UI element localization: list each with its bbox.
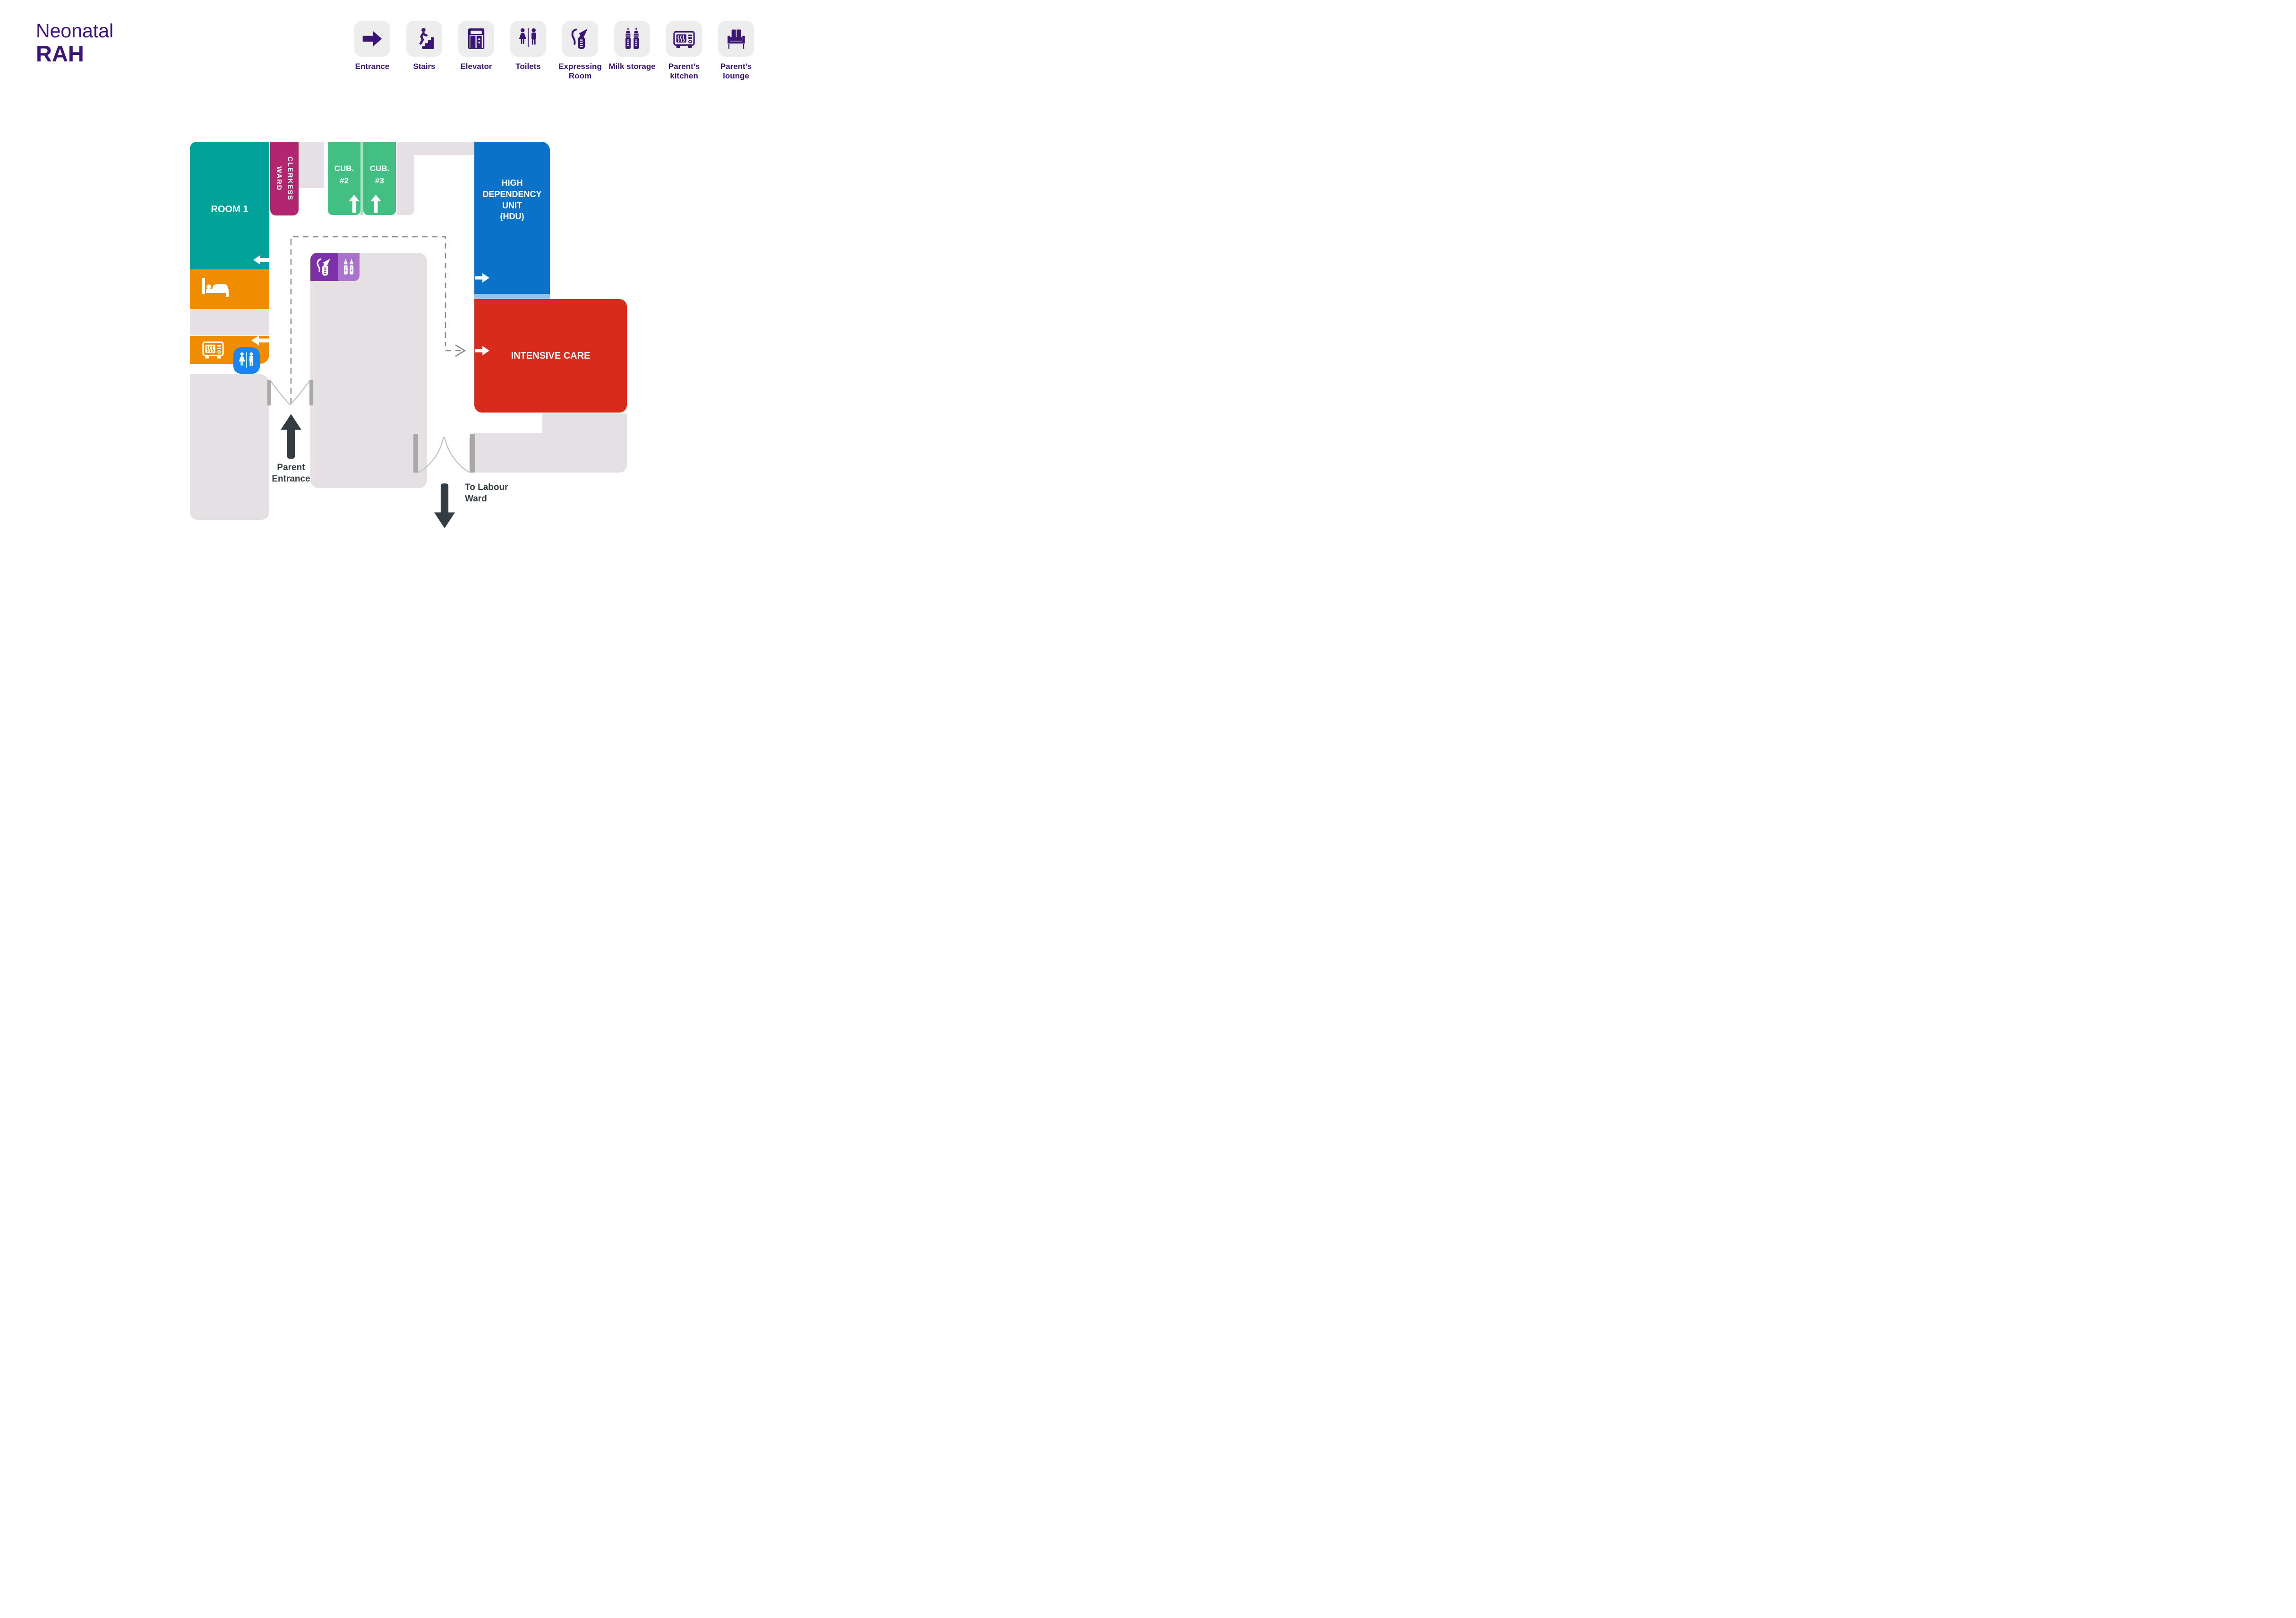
stairs-icon bbox=[406, 21, 442, 57]
room-1: ROOM 1 bbox=[190, 142, 269, 269]
breast-pump-icon bbox=[317, 258, 331, 276]
bed-icon bbox=[202, 278, 229, 297]
legend-item-toilets: Toilets bbox=[502, 21, 554, 81]
microwave-icon bbox=[666, 21, 702, 57]
arrow-right-icon bbox=[475, 346, 489, 355]
arrow-right-icon bbox=[475, 273, 489, 283]
milk-bottles-icon bbox=[343, 259, 354, 275]
toilets-icon bbox=[239, 352, 253, 368]
cubicle-3-label: CUB. #3 bbox=[369, 164, 390, 185]
page-title-line2: RAH bbox=[36, 41, 84, 66]
corridor-area bbox=[190, 309, 269, 336]
central-room bbox=[310, 253, 427, 488]
legend-item-parents-lounge: Parent’s lounge bbox=[710, 21, 762, 81]
legend-label: Parent’s kitchen bbox=[668, 62, 700, 81]
legend-item-elevator: Elevator bbox=[450, 21, 502, 81]
corridor-area bbox=[299, 142, 324, 188]
corridor-area bbox=[469, 433, 553, 473]
microwave-icon bbox=[202, 341, 224, 359]
legend-label: Elevator bbox=[460, 62, 492, 71]
entrance-arrow-icon bbox=[354, 21, 390, 57]
page-title: Neonatal RAH bbox=[36, 21, 113, 66]
legend-label: Toilets bbox=[515, 62, 541, 71]
sofa-icon bbox=[718, 21, 754, 57]
expressing-room bbox=[310, 253, 338, 281]
legend: Entrance Stairs bbox=[346, 21, 764, 81]
legend-item-parents-kitchen: Parent’s kitchen bbox=[658, 21, 710, 81]
cubicle-divider bbox=[360, 142, 363, 215]
milk-bottles-icon bbox=[614, 21, 650, 57]
hdu-divider-strip bbox=[474, 294, 550, 299]
hdu-label: HIGH DEPENDENCY UNIT (HDU) bbox=[482, 178, 542, 222]
parent-entrance-door bbox=[267, 380, 313, 405]
corridor-area bbox=[397, 142, 414, 215]
legend-item-entrance: Entrance bbox=[346, 21, 398, 81]
high-dependency-unit: HIGH DEPENDENCY UNIT (HDU) bbox=[474, 142, 550, 294]
cubicle-2-label: CUB. #2 bbox=[334, 164, 354, 185]
breast-pump-icon bbox=[562, 21, 598, 57]
arrow-left-icon bbox=[251, 336, 269, 345]
toilets-icon bbox=[510, 21, 546, 57]
parent-entrance-label: Parent Entrance bbox=[272, 463, 310, 484]
legend-label: Stairs bbox=[413, 62, 436, 71]
intensive-care-label: INTENSIVE CARE bbox=[511, 350, 591, 361]
ward-clerkess-room: WARD CLERKESS bbox=[270, 142, 299, 215]
legend-item-milk-storage: Milk storage bbox=[606, 21, 658, 81]
legend-label: Expressing Room bbox=[558, 62, 602, 81]
room-1-label: ROOM 1 bbox=[211, 204, 248, 215]
arrow-left-icon bbox=[253, 255, 269, 265]
legend-item-expressing-room: Expressing Room bbox=[554, 21, 606, 81]
legend-label: Milk storage bbox=[608, 62, 656, 71]
unlabeled-room bbox=[190, 374, 269, 520]
toilets-room bbox=[233, 347, 260, 374]
labour-ward-door bbox=[413, 434, 475, 473]
floor-plan-page: Neonatal RAH Entrance Stairs bbox=[0, 0, 765, 539]
corridor-area bbox=[414, 142, 474, 155]
elevator-icon bbox=[458, 21, 494, 57]
to-labour-ward-label: To Labour Ward bbox=[465, 482, 508, 504]
page-title-line1: Neonatal bbox=[36, 20, 114, 42]
arrow-up-icon bbox=[370, 195, 381, 213]
legend-item-stairs: Stairs bbox=[398, 21, 450, 81]
legend-label: Entrance bbox=[355, 62, 390, 71]
parent-entrance-arrow-icon bbox=[281, 414, 301, 459]
corridor-area bbox=[542, 413, 627, 473]
route-chevron-icon bbox=[455, 344, 466, 357]
cubicle-3: CUB. #3 bbox=[363, 142, 396, 215]
legend-label: Parent’s lounge bbox=[720, 62, 752, 81]
arrow-up-icon bbox=[349, 195, 360, 213]
milk-storage-room bbox=[338, 253, 360, 281]
intensive-care-room: INTENSIVE CARE bbox=[474, 299, 627, 413]
ward-clerkess-label: WARD CLERKESS bbox=[275, 156, 294, 201]
to-labour-ward-arrow-icon bbox=[434, 483, 455, 528]
